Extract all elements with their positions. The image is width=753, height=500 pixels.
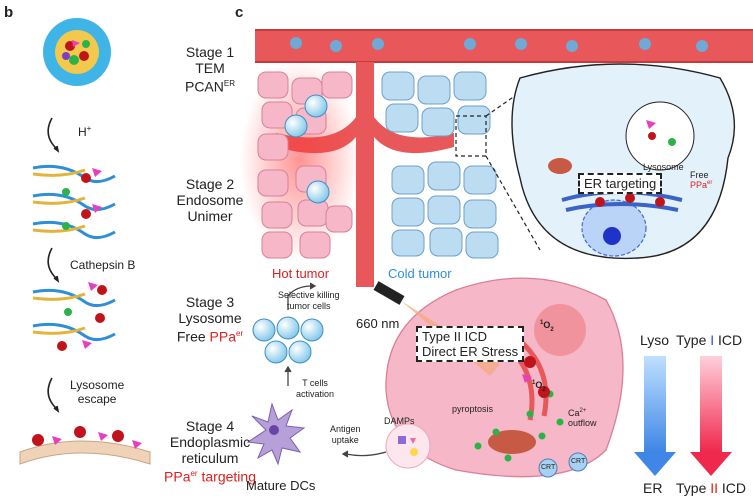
t-cell-cluster	[252, 316, 324, 364]
er-targeting-box: ER targeting	[578, 173, 663, 194]
unimer-strands	[32, 164, 116, 239]
panel-b-letter: b	[4, 4, 14, 21]
cold-tumor-cells	[381, 71, 499, 259]
arrow3-label: Lysosome escape	[70, 378, 125, 406]
damps-label: DAMPs	[384, 416, 415, 426]
stage-arrows	[47, 117, 60, 413]
hot-tumor-label: Hot tumor	[272, 266, 330, 281]
stage4-line4: PPaer targeting	[164, 468, 256, 485]
pyroptosis-label: pyroptosis	[452, 404, 494, 414]
mature-dcs-label: Mature DCs	[246, 478, 316, 493]
lyso-er-arrow	[634, 356, 676, 476]
antigen-uptake-label: Antigen uptake	[330, 424, 361, 445]
type-ii-icd-label: Type II ICD	[676, 480, 747, 496]
stage1-label: Stage 1 TEM PCANER	[150, 44, 270, 95]
type-i-icd-label: Type I ICD	[676, 332, 743, 348]
type2-icd-text: Type II ICD	[422, 329, 488, 344]
er-membrane-stage4	[19, 426, 151, 465]
type2-icd-box: Type II ICD Direct ER Stress	[416, 326, 525, 362]
crt-label-1: CRT	[541, 464, 556, 471]
immune-cycle-arrows	[284, 282, 387, 458]
t-cells-in-tumor	[284, 94, 330, 204]
selective-killing-label: Selective killing tumor cells	[278, 290, 340, 311]
stage3-label: Stage 3 Lysosome Free PPaer	[150, 294, 270, 345]
damps-bubble	[385, 423, 431, 469]
arrow1-label: H+	[78, 124, 92, 139]
stage3-strands	[32, 288, 116, 341]
stage2-particles	[62, 168, 102, 230]
type-icd-arrow	[690, 356, 732, 476]
panel-c-letter: c	[235, 4, 244, 21]
lyso-label: Lyso	[640, 332, 670, 348]
stage4-label: Stage 4 Endoplasmic reticulum PPaer targ…	[150, 418, 270, 485]
singlet-oxygen-1: 1O2	[540, 320, 554, 333]
stage1-line3: PCANER	[184, 78, 236, 95]
arrow2-label: Cathepsin B	[70, 258, 136, 272]
stage3-line3: Free PPaer	[176, 328, 244, 345]
stage3-title: Stage 3	[185, 294, 235, 310]
stage3-particles	[57, 282, 107, 351]
laser-wavelength: 660 nm	[356, 316, 400, 331]
t-cell-activation-label: T cells activation	[296, 378, 335, 399]
stage2-title: Stage 2	[185, 176, 235, 192]
stage2-line2: Endosome	[176, 192, 244, 208]
mature-dc	[246, 402, 306, 466]
stage4-line3: reticulum	[181, 450, 239, 466]
direct-er-stress-text: Direct ER Stress	[422, 344, 519, 359]
lysosome-label: Lysosome	[643, 162, 684, 172]
hot-tumor-cells	[257, 71, 353, 259]
stage1-line2: TEM	[195, 60, 225, 76]
ca-outflow-label: Ca2+ outflow	[568, 408, 597, 428]
nanoparticle-stage1	[43, 18, 111, 86]
zoomed-cell	[511, 63, 736, 260]
er-label: ER	[643, 480, 663, 496]
stage4-title: Stage 4	[185, 418, 235, 434]
crt-label-2: CRT	[571, 458, 586, 465]
zoom-indicator	[455, 83, 541, 251]
stage2-line3: Unimer	[187, 208, 233, 224]
stage1-title: Stage 1	[185, 44, 235, 60]
stage2-label: Stage 2 Endosome Unimer	[150, 176, 270, 224]
cold-tumor-label: Cold tumor	[388, 266, 452, 281]
stage3-line2: Lysosome	[178, 310, 242, 326]
stage4-line2: Endoplasmic	[169, 434, 251, 450]
singlet-oxygen-2: 1O2	[532, 380, 546, 393]
free-ppa-label: Free PPaer	[690, 170, 713, 190]
